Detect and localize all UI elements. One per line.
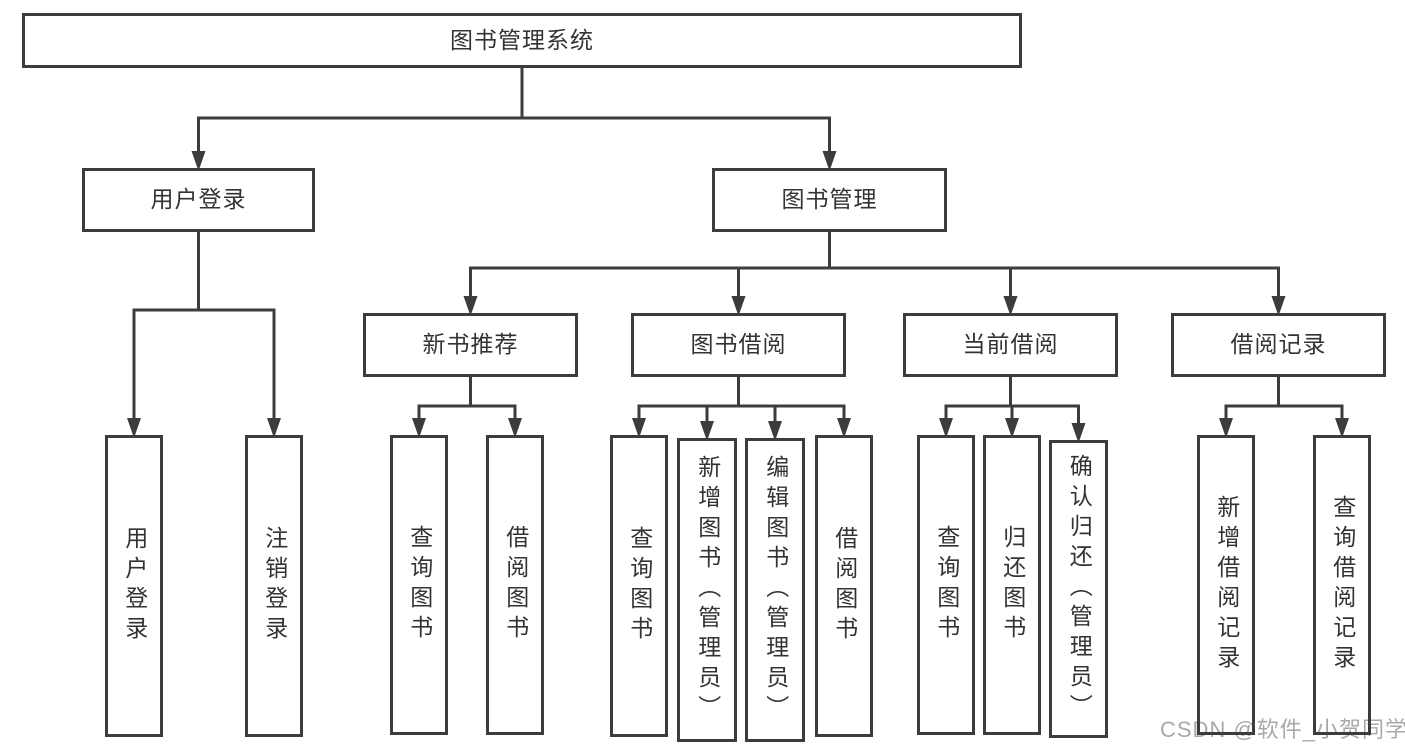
node-label: 新书推荐 — [422, 331, 519, 358]
node-login-logout: 注销登录 — [245, 435, 303, 737]
arrowhead-icon — [267, 418, 281, 438]
node-label: 新增图书（管理员） — [694, 455, 721, 725]
node-current-confirm: 确认归还（管理员） — [1049, 440, 1108, 738]
node-borrow-add: 新增图书（管理员） — [677, 438, 737, 742]
arrowhead-icon — [1335, 418, 1349, 438]
arrowhead-icon — [1003, 296, 1018, 316]
arrowhead-icon — [127, 418, 141, 438]
node-label: 确认归还（管理员） — [1066, 454, 1093, 724]
node-current: 当前借阅 — [903, 313, 1118, 377]
node-label: 借阅记录 — [1230, 331, 1327, 358]
arrowhead-icon — [1271, 296, 1286, 316]
node-label: 用户登录 — [121, 526, 148, 646]
node-label: 用户登录 — [150, 186, 247, 213]
node-label: 查询借阅记录 — [1329, 495, 1356, 675]
node-login-user: 用户登录 — [105, 435, 163, 737]
arrowhead-icon — [412, 418, 426, 438]
node-borrow-borrow: 借阅图书 — [815, 435, 873, 737]
arrowhead-icon — [837, 418, 851, 438]
arrowhead-icon — [768, 421, 782, 441]
node-label: 图书管理系统 — [450, 26, 594, 53]
node-records: 借阅记录 — [1171, 313, 1386, 377]
arrowhead-icon — [1005, 418, 1019, 438]
node-login: 用户登录 — [82, 168, 315, 232]
node-root: 图书管理系统 — [22, 13, 1022, 68]
node-label: 编辑图书（管理员） — [762, 455, 789, 725]
node-label: 查询图书 — [406, 525, 433, 645]
node-current-return: 归还图书 — [983, 435, 1041, 735]
node-current-query: 查询图书 — [917, 435, 975, 735]
arrowhead-icon — [939, 418, 953, 438]
node-label: 借阅图书 — [502, 525, 529, 645]
node-label: 新增借阅记录 — [1213, 495, 1240, 675]
arrowhead-icon — [822, 151, 837, 171]
node-label: 借阅图书 — [831, 526, 858, 646]
arrowhead-icon — [463, 296, 478, 316]
arrowhead-icon — [1071, 423, 1086, 443]
arrowhead-icon — [508, 418, 522, 438]
arrowhead-icon — [731, 296, 746, 316]
node-label: 注销登录 — [261, 526, 288, 646]
node-label: 当前借阅 — [962, 331, 1059, 358]
node-records-query: 查询借阅记录 — [1313, 435, 1371, 735]
node-label: 查询图书 — [933, 525, 960, 645]
node-mgmt: 图书管理 — [712, 168, 947, 232]
node-newbook-query: 查询图书 — [390, 435, 448, 735]
node-label: 图书借阅 — [690, 331, 787, 358]
node-borrow-query: 查询图书 — [610, 435, 668, 737]
node-borrow: 图书借阅 — [631, 313, 846, 377]
node-borrow-edit: 编辑图书（管理员） — [745, 438, 805, 742]
arrowhead-icon — [700, 421, 714, 441]
node-newbook: 新书推荐 — [363, 313, 578, 377]
arrowhead-icon — [191, 151, 206, 171]
node-label: 图书管理 — [781, 186, 878, 213]
node-label: 查询图书 — [626, 526, 653, 646]
node-newbook-borrow: 借阅图书 — [486, 435, 544, 735]
watermark: CSDN @软件_小贺同学 — [1160, 717, 1405, 742]
node-label: 归还图书 — [999, 525, 1026, 645]
arrowhead-icon — [632, 418, 646, 438]
arrowhead-icon — [1219, 418, 1233, 438]
node-records-add: 新增借阅记录 — [1197, 435, 1255, 735]
